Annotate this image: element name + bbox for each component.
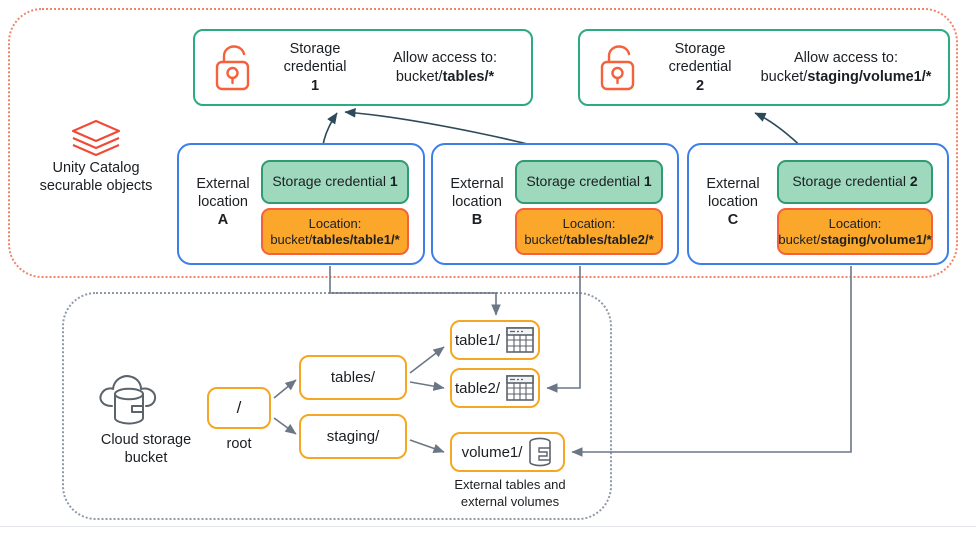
tree-node-table2[interactable]: table2/: [450, 368, 540, 408]
cloud-database-icon: [92, 368, 168, 430]
arrow-ext-c-to-volume1: [571, 266, 852, 457]
cloud-storage-caption-line1: Cloud storage: [100, 432, 192, 448]
ext-c-line2: location: [708, 194, 758, 211]
external-location-b[interactable]: External location B Storage credential 1…: [431, 143, 679, 265]
storage-credential-card-2[interactable]: Storage credential 2 Allow access to: bu…: [578, 29, 950, 106]
external-location-c-location-chip[interactable]: Location: bucket/staging/volume1/*: [777, 208, 933, 255]
ext-b-letter: B: [471, 212, 483, 229]
external-location-b-label: External location B: [441, 175, 513, 229]
ext-b-loc-prefix: bucket/: [524, 231, 567, 247]
cred2-allow-label: Allow access to:: [794, 49, 898, 66]
external-location-a-location-chip[interactable]: Location: bucket/tables/table1/*: [261, 208, 409, 255]
cred1-allow-label: Allow access to:: [393, 49, 497, 66]
cred1-allow-path: tables/*: [442, 68, 495, 85]
cloud-storage-caption-line2: bucket: [124, 449, 168, 466]
volume-database-icon: [529, 437, 552, 467]
storage-credential-2-title: Storage credential 2: [648, 40, 752, 94]
ext-a-loc-path: tables/table1/*: [312, 231, 400, 247]
storage-credential-card-1[interactable]: Storage credential 1 Allow access to: bu…: [193, 29, 533, 106]
table-icon: [506, 327, 534, 353]
ext-a-loc-prefix: bucket/: [270, 231, 313, 247]
external-location-b-credential-chip[interactable]: Storage credential 1: [515, 160, 663, 204]
tree-node-root-label: /: [236, 398, 242, 417]
external-tables-volumes-caption: External tables and external volumes: [427, 477, 593, 511]
ext-c-cred-number: 2: [909, 173, 918, 190]
tree-node-tables[interactable]: tables/: [299, 355, 407, 400]
external-location-a[interactable]: External location A Storage credential 1…: [177, 143, 425, 265]
ext-b-line1: External: [450, 176, 504, 192]
root-caption-text: root: [226, 436, 252, 452]
ext-b-loc-path: tables/table2/*: [566, 231, 654, 247]
cloud-storage-caption: Cloud storage bucket: [66, 432, 226, 467]
tree-node-volume1[interactable]: volume1/: [450, 432, 565, 472]
table-icon: [506, 375, 534, 401]
external-location-b-location-chip[interactable]: Location: bucket/tables/table2/*: [515, 208, 663, 255]
external-location-c-label: External location C: [697, 175, 769, 229]
ext-a-cred-number: 1: [389, 173, 398, 190]
ext-a-line2: location: [198, 194, 248, 211]
external-location-c-credential-chip[interactable]: Storage credential 2: [777, 160, 933, 204]
tree-node-table2-label: table2/: [454, 379, 501, 397]
tree-node-volume1-label: volume1/: [461, 443, 523, 461]
cred2-allow-prefix: bucket/: [760, 68, 808, 85]
cred1-number: 1: [310, 77, 320, 94]
external-location-a-credential-chip[interactable]: Storage credential 1: [261, 160, 409, 204]
ext-b-cred-number: 1: [643, 173, 652, 190]
ext-caption-line1: External tables and: [454, 477, 566, 492]
tree-node-table1-label: table1/: [454, 331, 501, 349]
cred1-title-line2: credential: [283, 59, 347, 76]
cred2-number: 2: [695, 77, 705, 94]
cred2-title-line1: Storage: [674, 41, 726, 58]
cred1-allow-prefix: bucket/: [395, 68, 443, 85]
ext-a-line1: External: [196, 176, 250, 192]
tree-node-tables-label: tables/: [330, 369, 376, 386]
ext-c-loc-path: staging/volume1/*: [820, 231, 932, 247]
bottom-divider: [0, 526, 976, 527]
tree-root-caption: root: [207, 436, 271, 454]
unity-catalog-caption-line1: Unity Catalog: [52, 160, 140, 176]
ext-c-line1: External: [706, 176, 760, 192]
cred2-allow-path: staging/volume1/*: [807, 68, 932, 85]
ext-a-letter: A: [217, 212, 229, 229]
ext-a-loc-label: Location:: [308, 215, 362, 231]
ext-b-loc-label: Location:: [562, 215, 616, 231]
lock-icon: [600, 44, 635, 90]
tree-node-staging[interactable]: staging/: [299, 414, 407, 459]
cred2-title-line2: credential: [668, 59, 732, 76]
tree-node-root[interactable]: /: [207, 387, 271, 429]
ext-c-letter: C: [727, 212, 739, 229]
unity-catalog-caption: Unity Catalog securable objects: [16, 160, 176, 195]
ext-b-cred-prefix: Storage credential: [526, 173, 644, 190]
external-location-a-label: External location A: [187, 175, 259, 229]
tree-node-table1[interactable]: table1/: [450, 320, 540, 360]
ext-b-line2: location: [452, 194, 502, 211]
ext-a-cred-prefix: Storage credential: [272, 173, 390, 190]
ext-c-loc-label: Location:: [828, 215, 882, 231]
ext-caption-line2: external volumes: [460, 493, 560, 509]
cred1-title-line1: Storage: [289, 41, 341, 58]
storage-credential-2-allow: Allow access to: bucket/staging/volume1/…: [752, 49, 948, 87]
tree-node-staging-label: staging/: [326, 428, 380, 445]
unity-catalog-caption-line2: securable objects: [39, 177, 153, 194]
ext-c-loc-prefix: bucket/: [778, 231, 821, 247]
storage-credential-1-title: Storage credential 1: [263, 40, 367, 94]
lock-icon: [215, 44, 250, 90]
ext-c-cred-prefix: Storage credential: [792, 173, 910, 190]
external-location-c[interactable]: External location C Storage credential 2…: [687, 143, 949, 265]
databricks-layers-icon: [70, 118, 122, 160]
storage-credential-1-allow: Allow access to: bucket/tables/*: [367, 49, 531, 87]
